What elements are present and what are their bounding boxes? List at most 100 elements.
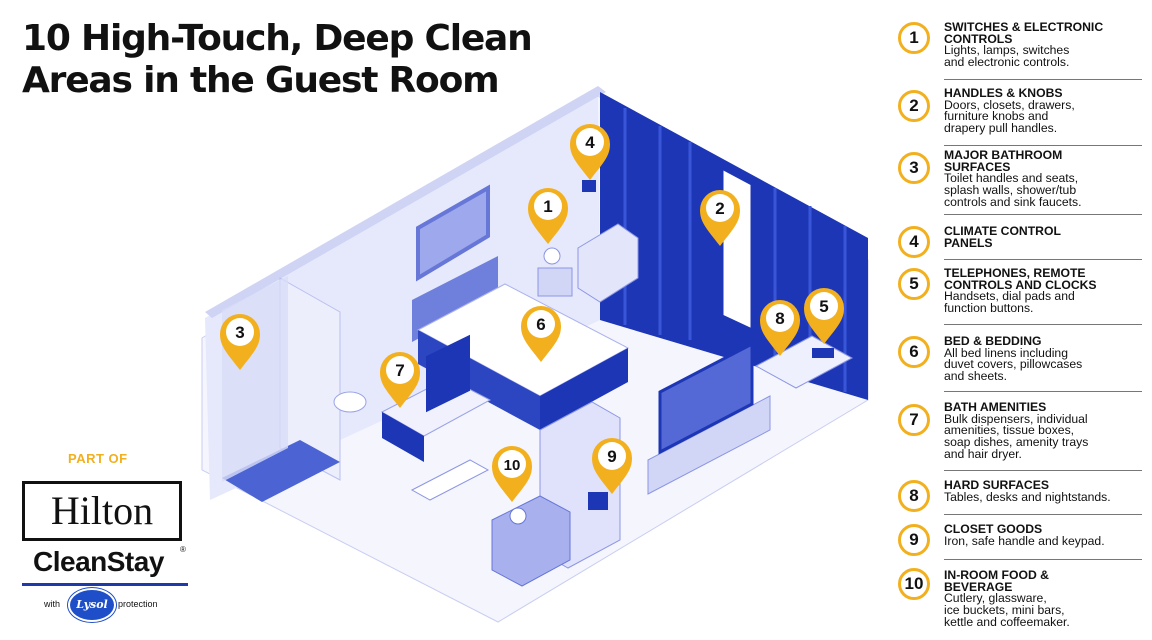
lamp (543, 247, 561, 265)
legend-number-badge: 7 (898, 404, 930, 436)
pin-9-label: 9 (607, 447, 616, 466)
pin-7: 7 (380, 352, 420, 408)
ice-bucket (509, 507, 527, 525)
safe (588, 492, 608, 510)
pin-3-label: 3 (235, 323, 244, 342)
legend-divider (944, 214, 1142, 215)
legend-number-badge: 8 (898, 480, 930, 512)
pin-2-label: 2 (715, 199, 724, 218)
legend-description: controls and sink faucets. (944, 194, 1082, 209)
legend-number-badge: 9 (898, 524, 930, 556)
legend-heading: SURFACES (944, 159, 1011, 174)
legend-description: amenities, tissue boxes, (944, 423, 1075, 438)
legend-number-badge: 1 (898, 22, 930, 54)
legend-heading: BED & BEDDING (944, 334, 1042, 348)
pin-4: 4 (570, 124, 610, 180)
nightstand (537, 267, 573, 297)
bench (410, 459, 490, 501)
lysol-protection-row: with Lysol protection (44, 588, 174, 622)
legend-description: Toilet handles and seats, (944, 171, 1079, 185)
legend-heading: CLOSET GOODS (944, 522, 1043, 536)
legend-description: ice buckets, mini bars, (944, 602, 1065, 617)
legend-divider (944, 514, 1142, 515)
pin-4-label: 4 (585, 133, 595, 152)
tv (658, 341, 754, 455)
legend-description: Tables, desks and nightstands. (944, 489, 1111, 504)
cleanstay-wordmark: CleanStay (33, 546, 164, 577)
hilton-wordmark: Hilton (50, 488, 154, 533)
mirror (426, 334, 470, 413)
legend-heading: SWITCHES & ELECTRONIC (944, 20, 1104, 34)
legend-heading: MAJOR BATHROOM (944, 148, 1063, 162)
pin-1-label: 1 (543, 197, 552, 216)
legend-divider (944, 145, 1142, 146)
legend-heading: PANELS (944, 235, 993, 250)
pin-10: 10 (492, 446, 532, 502)
legend-heading: BATH AMENITIES (944, 400, 1047, 414)
legend-number-badge: 6 (898, 336, 930, 368)
title-line-1: 10 High-Touch, Deep Clean (22, 18, 533, 59)
legend-heading: HANDLES & KNOBS (944, 86, 1063, 100)
registered-mark: ® (180, 545, 186, 554)
legend-heading: BEVERAGE (944, 579, 1013, 594)
shower-floor (222, 440, 340, 502)
legend-description: Handsets, dial pads and (944, 289, 1075, 303)
pin-2: 2 (700, 190, 740, 246)
legend-description: and sheets. (944, 369, 1008, 384)
pin-1: 1 (528, 188, 568, 244)
legend-description: Doors, closets, drawers, (944, 97, 1075, 112)
protection-label: protection (118, 599, 158, 609)
climate-panel (582, 180, 596, 192)
title-line-2: Areas in the Guest Room (22, 60, 500, 101)
legend-heading: TELEPHONES, REMOTE (944, 266, 1086, 280)
legend-description: splash walls, shower/tub (944, 182, 1077, 197)
legend-divider (944, 259, 1142, 260)
page-title: 10 High-Touch, Deep Clean Areas in the G… (22, 18, 662, 102)
pin-5: 5 (804, 288, 844, 344)
legend-description: soap dishes, amenity trays (944, 435, 1089, 450)
legend-number-badge: 4 (898, 226, 930, 258)
pin-10-label: 10 (504, 457, 521, 474)
legend-divider (944, 391, 1142, 392)
legend-number-badge: 10 (898, 568, 930, 600)
legend-description: and hair dryer. (944, 446, 1022, 461)
toilet (333, 391, 367, 413)
cleanstay-underline (22, 583, 188, 586)
pin-8-label: 8 (775, 309, 784, 328)
shower-glass (222, 276, 288, 482)
legend-description: drapery pull handles. (944, 121, 1058, 136)
legend-heading: HARD SURFACES (944, 478, 1049, 492)
legend-description: All bed linens including (944, 345, 1068, 360)
legend-heading: CLIMATE CONTROL (944, 224, 1061, 238)
legend-description: kettle and coffeemaker. (944, 614, 1070, 629)
telephone (812, 348, 834, 358)
legend-divider (944, 470, 1142, 471)
guest-room-illustration: 1 2 3 4 5 6 7 8 9 10 (201, 86, 869, 623)
pin-9: 9 (592, 438, 632, 494)
with-label: with (44, 599, 61, 609)
pin-7-label: 7 (395, 361, 404, 380)
legend-description: function buttons. (944, 300, 1034, 315)
pin-5-label: 5 (819, 297, 828, 316)
bed-end (540, 348, 628, 430)
pin-3: 3 (220, 314, 260, 370)
legend-number-badge: 3 (898, 152, 930, 184)
legend-description: furniture knobs and (944, 109, 1049, 124)
hilton-logo: Hilton (22, 481, 182, 541)
legend-description: Cutlery, glassware, (944, 591, 1047, 605)
legend-number-badge: 2 (898, 90, 930, 122)
legend-description: duvet covers, pillowcases (944, 357, 1083, 372)
legend-heading: IN-ROOM FOOD & (944, 568, 1049, 582)
wall-picture (416, 184, 490, 282)
legend-divider (944, 324, 1142, 325)
pin-6: 6 (521, 306, 561, 362)
legend-divider (944, 559, 1142, 560)
